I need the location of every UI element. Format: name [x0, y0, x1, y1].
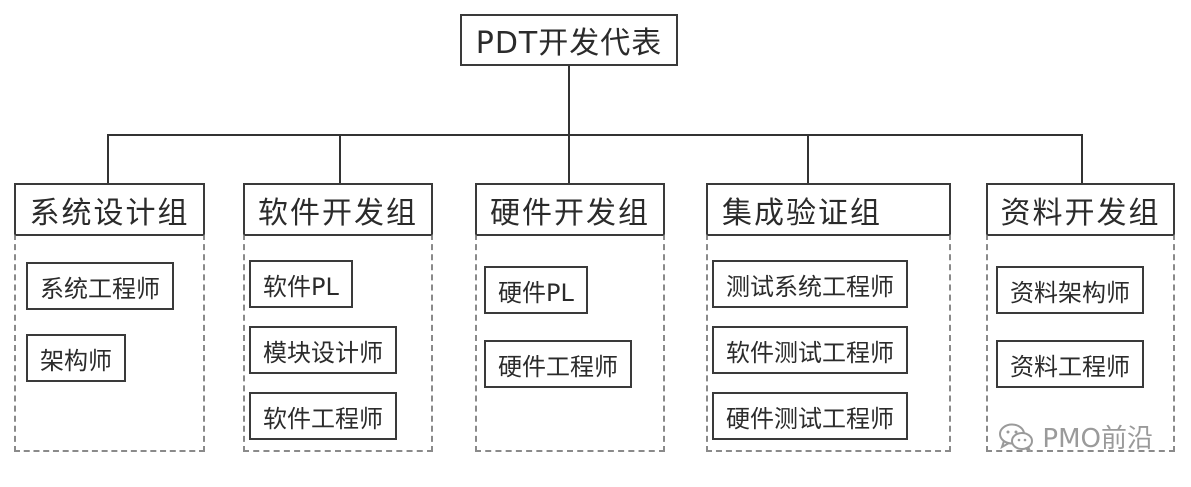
role-box: 硬件测试工程师: [712, 392, 908, 440]
role-box: 硬件工程师: [484, 340, 632, 388]
role-box: 软件工程师: [249, 392, 397, 440]
group-software-dev-header: 软件开发组: [243, 183, 433, 235]
group-hardware-dev-body: [475, 234, 665, 452]
root-label: PDT开发代表: [475, 26, 663, 61]
group-integration-verification-body: [706, 234, 951, 452]
group-label: 硬件开发组: [490, 196, 650, 231]
role-label: 资料架构师: [1010, 278, 1130, 307]
role-label: 模块设计师: [263, 338, 383, 367]
connector-group-1: [107, 134, 109, 184]
group-hardware-dev-header: 硬件开发组: [475, 183, 665, 235]
group-label: 系统设计组: [29, 196, 190, 231]
group-documentation-dev-body: [986, 234, 1175, 452]
horizontal-connector: [107, 134, 1083, 136]
group-software-dev-body: [243, 234, 433, 452]
role-label: 硬件测试工程师: [726, 404, 894, 433]
role-box: 硬件PL: [484, 266, 588, 314]
group-system-design-body: [14, 234, 205, 452]
root-connector: [568, 66, 570, 136]
role-box: 测试系统工程师: [712, 260, 908, 308]
role-box: 软件PL: [249, 260, 353, 308]
connector-group-4: [807, 134, 809, 184]
role-box: 资料工程师: [996, 340, 1144, 388]
group-documentation-dev-header: 资料开发组: [986, 183, 1175, 235]
group-system-design-header: 系统设计组: [14, 183, 205, 235]
role-label: 软件PL: [263, 272, 339, 301]
group-label: 资料开发组: [1000, 196, 1161, 231]
connector-group-5: [1081, 134, 1083, 184]
watermark: PMO前沿: [998, 418, 1153, 455]
connector-group-2: [339, 134, 341, 184]
role-label: 硬件PL: [498, 278, 574, 307]
role-label: 架构师: [40, 346, 112, 375]
role-box: 系统工程师: [26, 262, 174, 310]
watermark-text: PMO前沿: [1042, 424, 1153, 454]
root-node: PDT开发代表: [460, 14, 678, 66]
role-box: 架构师: [26, 334, 126, 382]
connector-group-3: [568, 134, 570, 184]
role-label: 系统工程师: [40, 274, 160, 303]
group-label: 集成验证组: [722, 196, 882, 231]
group-label: 软件开发组: [258, 196, 418, 231]
role-label: 软件测试工程师: [726, 338, 894, 367]
role-box: 模块设计师: [249, 326, 397, 374]
role-label: 测试系统工程师: [726, 272, 894, 301]
role-label: 硬件工程师: [498, 352, 618, 381]
role-box: 资料架构师: [996, 266, 1144, 314]
group-integration-verification-header: 集成验证组: [706, 183, 951, 235]
wechat-icon: [999, 423, 1034, 452]
role-box: 软件测试工程师: [712, 326, 908, 374]
role-label: 软件工程师: [263, 404, 383, 433]
role-label: 资料工程师: [1010, 352, 1130, 381]
